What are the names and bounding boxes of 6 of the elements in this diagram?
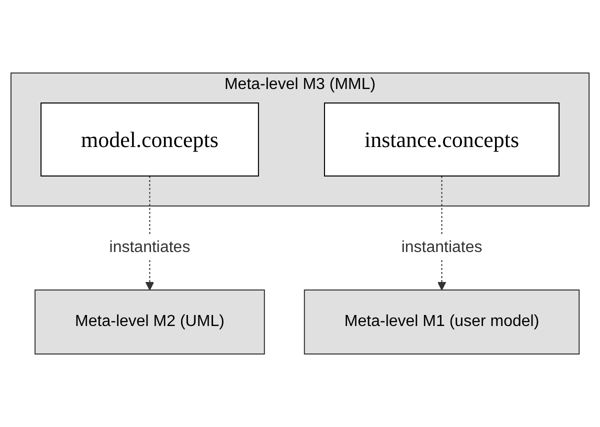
node-box: Meta-level M1 (user model) <box>304 290 580 354</box>
edge-label: instantiates <box>401 239 482 256</box>
edge-label: instantiates <box>109 239 190 256</box>
node-box: model.concepts <box>40 102 259 176</box>
node-box: Meta-level M2 (UML) <box>34 290 265 354</box>
node-box: instance.concepts <box>324 102 560 176</box>
